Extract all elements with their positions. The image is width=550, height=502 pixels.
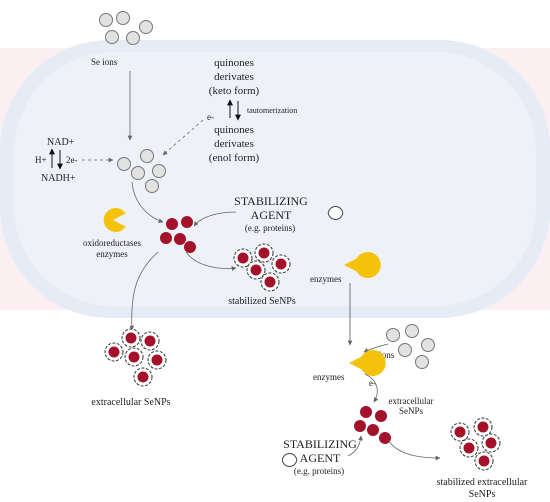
stabilized-senp-core <box>478 455 490 467</box>
se-ion <box>117 157 131 171</box>
tautomerization-label: tautomerization <box>247 106 297 115</box>
stabilized-senp-core <box>477 421 489 433</box>
stabilized-senp-core <box>151 354 163 366</box>
extracellular-senps-label-left: extracellular SeNPs <box>91 397 170 408</box>
stabilizing-agent-label-2-line-2: AGENT <box>300 451 341 465</box>
senp-nanoparticle <box>181 216 193 228</box>
quinones-enol-line-2: derivates <box>214 138 254 150</box>
extracellular-senps-cluster-left <box>104 328 167 387</box>
se-ion <box>145 179 159 193</box>
stabilized-senp-core <box>137 371 149 383</box>
senp-nanoparticle <box>375 410 387 422</box>
extracellular-senps-label-right-line-2: SeNPs <box>399 406 424 416</box>
stabilizing-agent-label-1-line-2: AGENT <box>251 208 292 222</box>
two-electrons-label: 2e- <box>66 155 78 165</box>
se-ion <box>386 328 400 342</box>
oxidoreductase-enzyme <box>103 207 126 233</box>
se-ion <box>131 166 145 180</box>
senp-nanoparticle <box>360 406 372 418</box>
stabilized-senp-core <box>454 426 466 438</box>
se-ions-cluster-center <box>117 149 166 193</box>
senp-nanoparticle <box>174 233 186 245</box>
arrow-cluster-to-senps <box>131 181 164 224</box>
stabilized-senp-core <box>108 346 120 358</box>
h-plus-label: H+ <box>35 155 47 165</box>
arrow-senps-to-stabilized <box>185 251 237 271</box>
protein-icon-lower <box>281 452 298 468</box>
arrow-agent2-to-senps <box>347 435 363 457</box>
quinones-keto-line-1: quinones <box>214 57 254 69</box>
quinones-keto-line-2: derivates <box>214 71 254 83</box>
stabilized-senp-core <box>258 247 270 259</box>
quinones-enol-line-1: quinones <box>214 124 254 136</box>
enzyme-right <box>344 252 381 279</box>
quinones-enol-line-3: (enol form) <box>209 152 260 164</box>
senp-nanoparticle <box>184 241 196 253</box>
stabilizing-agent-label-1-line-1: STABILIZING <box>234 194 308 208</box>
senps-cluster-extracellular <box>354 406 391 444</box>
se-ion <box>405 324 419 338</box>
stabilized-senp-core <box>125 332 137 344</box>
stabilized-extracellular-senps-cluster <box>450 417 501 471</box>
extracellular-senps-label-right-line-1: extracellular <box>389 396 434 406</box>
se-ion <box>398 343 412 357</box>
se-ion <box>421 338 435 352</box>
enzymes-label-right: enzymes <box>310 274 342 284</box>
stabilized-senp-core <box>237 252 249 264</box>
stabilized-senp-core <box>264 276 276 288</box>
senp-nanoparticle <box>367 424 379 436</box>
se-ion <box>99 13 113 27</box>
quinones-keto-line-3: (keto form) <box>209 85 260 97</box>
arrow-to-extracellular-left <box>129 251 159 331</box>
senps-cluster-intracellular <box>160 216 196 253</box>
se-ions-label-top: Se ions <box>91 57 118 67</box>
se-ion <box>105 30 119 44</box>
se-ions-cluster-top <box>99 11 153 45</box>
eg-proteins-label-2: (e.g. proteins) <box>294 466 344 476</box>
senp-nanoparticle <box>379 432 391 444</box>
electron-label-lower: e- <box>369 378 376 388</box>
se-ion <box>152 164 166 178</box>
arrow-senps-to-stabilized-extracellular <box>387 439 441 461</box>
stabilized-senps-cluster-intracellular <box>233 243 291 292</box>
dashed-electron-arrow-quinones <box>162 119 204 156</box>
se-ions-cluster-right <box>386 324 435 369</box>
eg-proteins-label-1: (e.g. proteins) <box>245 223 295 233</box>
enzyme-lower <box>349 350 386 376</box>
se-ion <box>139 20 153 34</box>
senp-nanoparticle <box>354 420 366 432</box>
stabilized-senp-core <box>485 437 497 449</box>
senp-nanoparticle <box>160 232 172 244</box>
nadh-label: NADH+ <box>41 173 76 184</box>
stabilized-senp-core <box>250 264 262 276</box>
enzymes-label-lower: enzymes <box>313 372 345 382</box>
cell-body <box>14 52 536 306</box>
arrow-se-ions-to-enzyme <box>363 343 389 353</box>
stabilized-extracellular-label-line-1: stabilized extracellular <box>437 477 528 488</box>
arrow-enzyme-to-extracellular <box>364 373 379 403</box>
oxidoreductases-label-line-2: enzymes <box>96 249 128 259</box>
stabilized-senp-core <box>128 351 140 363</box>
oxidoreductases-label-line-1: oxidoreductases <box>83 238 141 248</box>
stabilized-senp-core <box>463 442 475 454</box>
stabilized-senps-label: stabilized SeNPs <box>228 296 296 307</box>
stabilized-extracellular-label-line-2: SeNPs <box>469 489 496 500</box>
protein-icon <box>327 205 344 221</box>
electron-label-upper: e- <box>207 112 214 122</box>
se-ion <box>415 355 429 369</box>
senp-nanoparticle <box>166 218 178 230</box>
arrow-agent-to-senps <box>193 211 237 227</box>
nad-label: NAD+ <box>47 137 75 148</box>
stabilized-senp-core <box>144 335 156 347</box>
se-ion <box>116 11 130 25</box>
se-ion <box>140 149 154 163</box>
stabilizing-agent-label-2-line-1: STABILIZING <box>283 437 357 451</box>
stabilized-senp-core <box>275 258 287 270</box>
se-ion <box>126 31 140 45</box>
